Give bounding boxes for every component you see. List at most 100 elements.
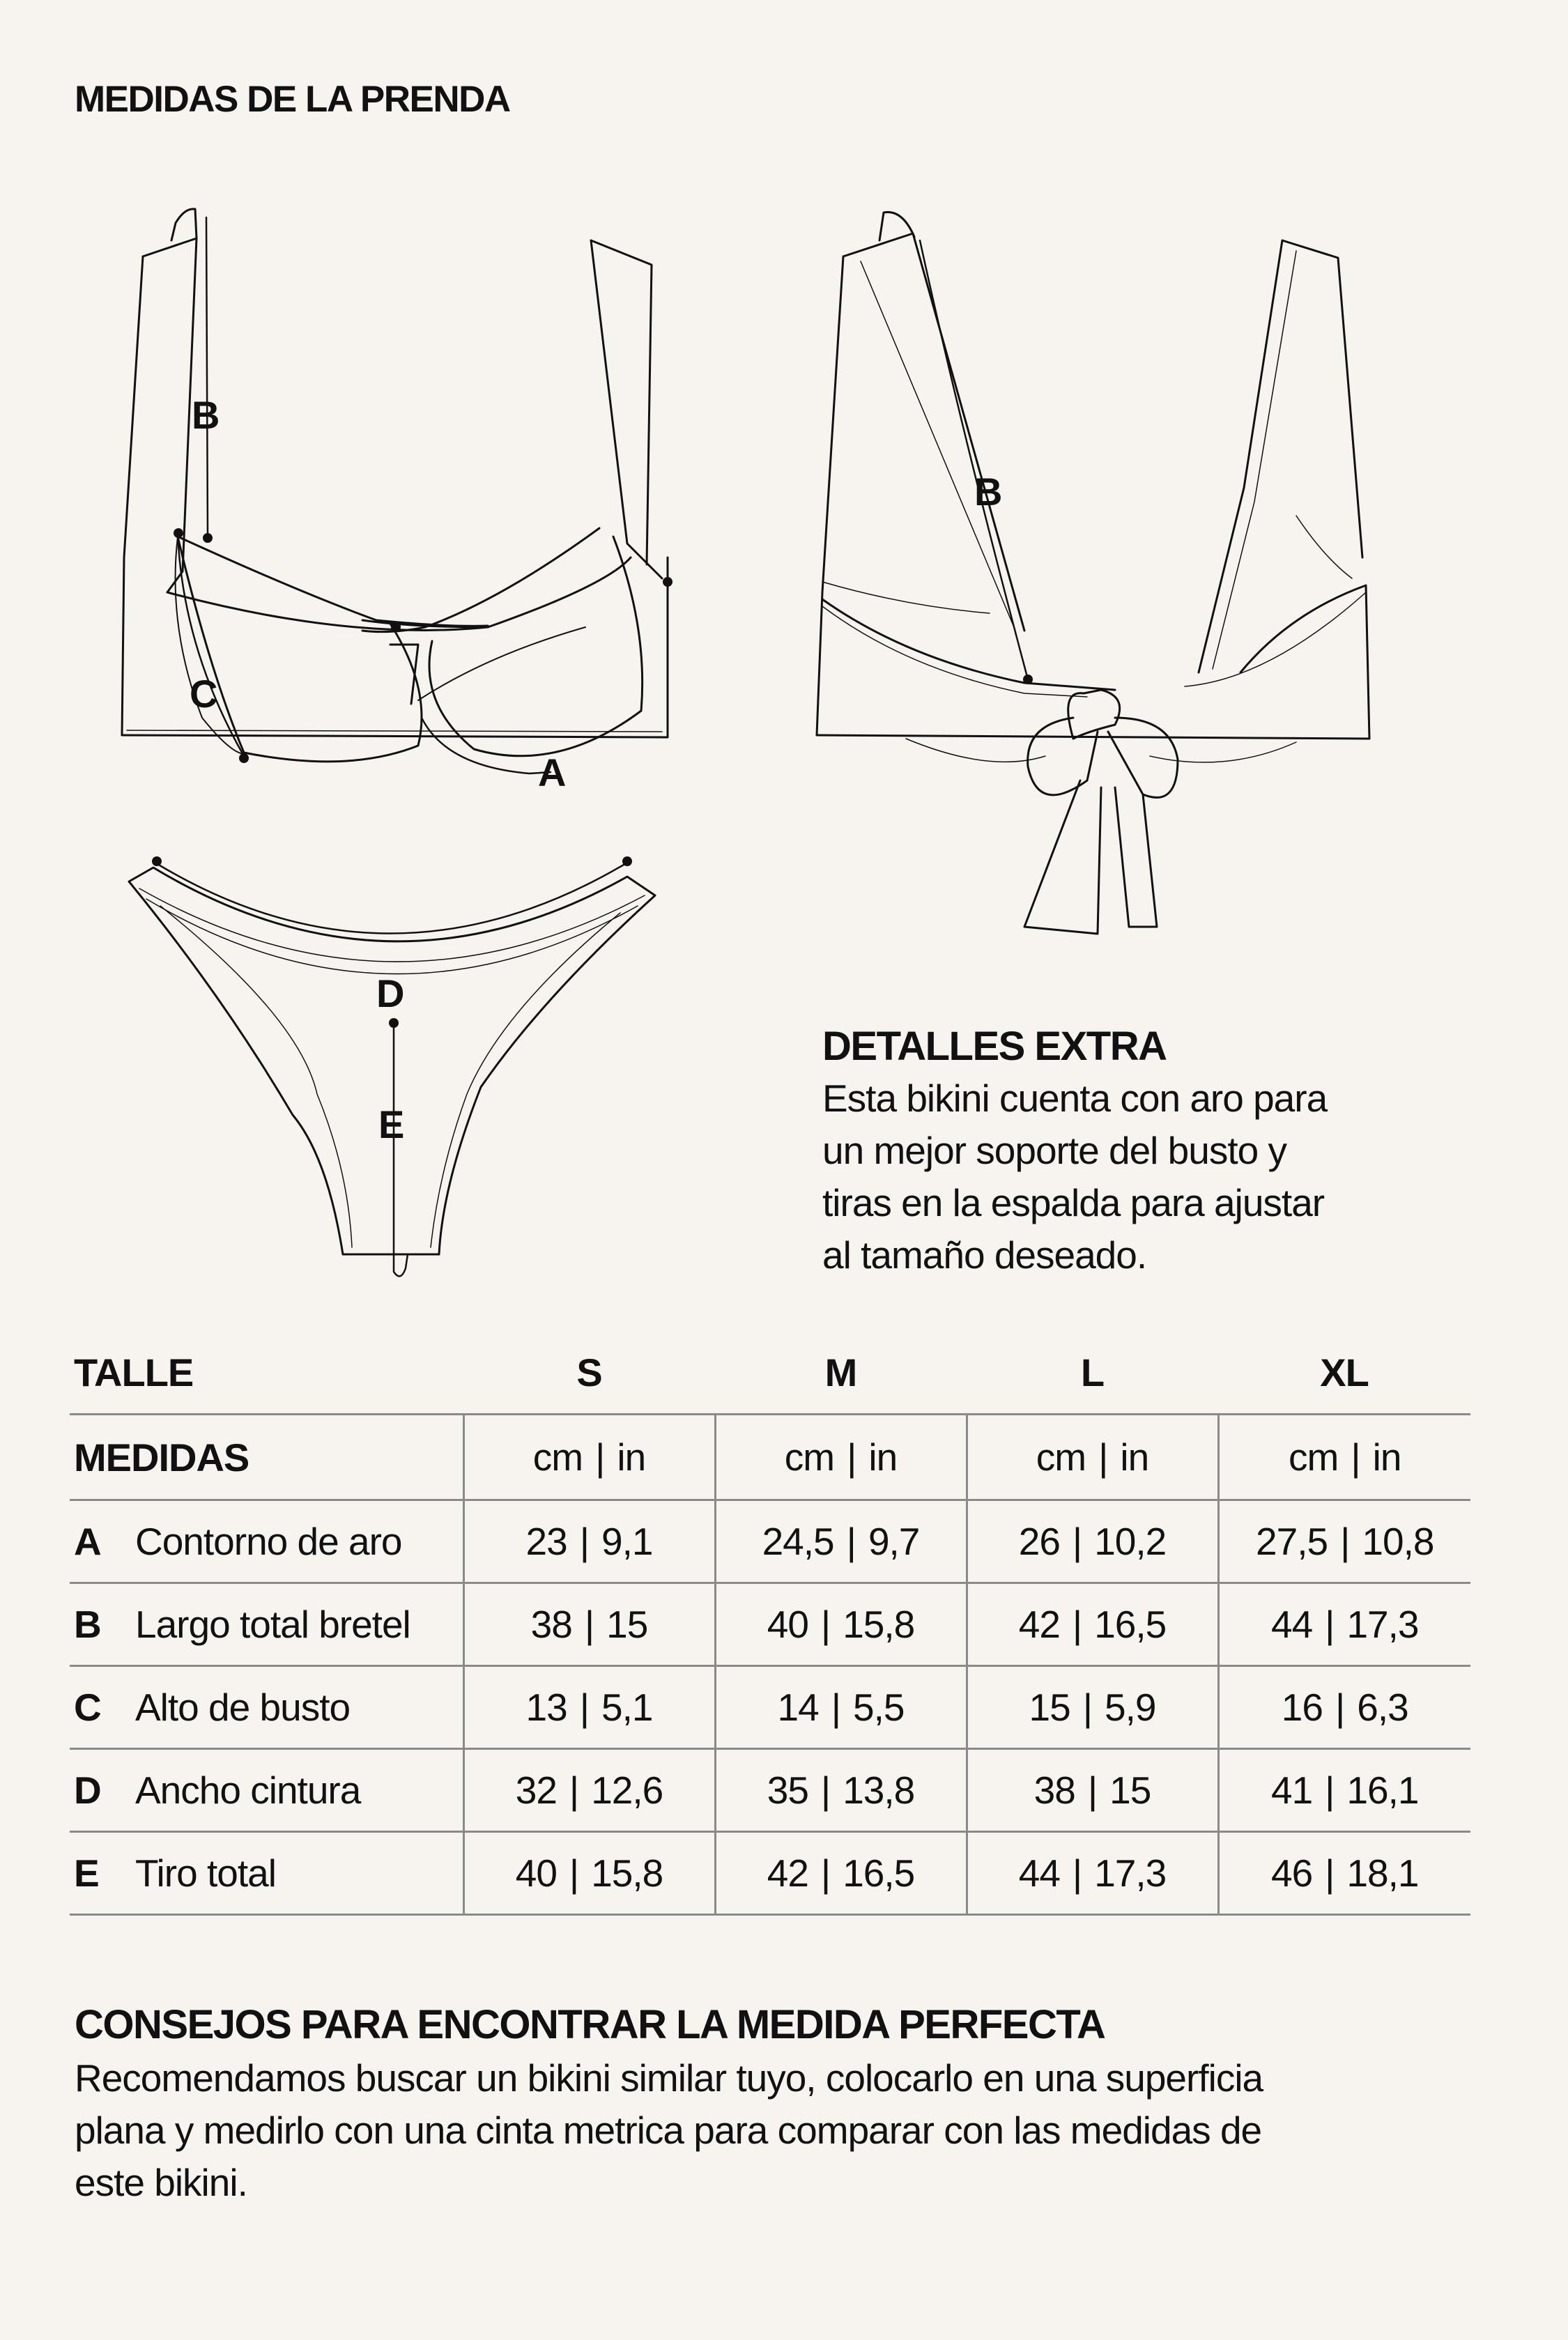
measure-value-cell: 42|16,5 — [714, 1831, 967, 1916]
measure-value-cell: 32 | 12,6 — [462, 1748, 715, 1833]
value-in: 9,7 — [868, 1520, 920, 1563]
unit-cm: cm — [1036, 1435, 1086, 1479]
measure-name-cell: E Tiro total — [70, 1831, 463, 1916]
value-separator: | — [1072, 1603, 1082, 1646]
value-cm: 44 — [1270, 1603, 1313, 1646]
value-in: 5,9 — [1105, 1686, 1156, 1729]
measure-letter: E — [74, 1852, 100, 1895]
page-title: MEDIDAS DE LA PRENDA — [75, 79, 511, 120]
measure-name: Contorno de aro — [135, 1520, 402, 1563]
tips-line: plana y medirlo con una cinta metrica pa… — [75, 2109, 1262, 2152]
value-in: 12,6 — [591, 1769, 663, 1812]
tips-line: Recomendamos buscar un bikini similar tu… — [75, 2056, 1263, 2100]
garment-diagram: B C A B D E — [121, 208, 1371, 1277]
value-in: 13,8 — [843, 1769, 915, 1812]
value-cm: 26 — [1018, 1520, 1061, 1563]
measure-value-cell: 27,5|10,8 — [1217, 1500, 1470, 1584]
measure-value-cell: 35 | 13,8 — [714, 1748, 967, 1833]
value-separator: | — [1325, 1603, 1335, 1646]
value-separator: | — [1325, 1769, 1335, 1812]
value-cm: 16 — [1281, 1686, 1323, 1729]
extra-details-line: un mejor soporte del busto y — [822, 1129, 1287, 1172]
measure-value-cell: 15 | 5,9 — [965, 1665, 1218, 1750]
value-in: 18,1 — [1346, 1852, 1419, 1895]
value-separator: | — [1335, 1686, 1345, 1729]
value-cm: 44 — [1018, 1852, 1061, 1895]
table-row: E Tiro total 40 | 15,8 42|16,5 44 | 17,3 46|18,1 — [70, 1831, 1470, 1916]
value-cm: 38 — [530, 1603, 573, 1646]
back-top-illustration — [815, 210, 1371, 935]
value-in: 15 — [606, 1603, 648, 1646]
unit-in: in — [868, 1435, 898, 1479]
value-separator: | — [1072, 1852, 1082, 1895]
value-cm: 35 — [767, 1769, 809, 1812]
measure-name: Tiro total — [135, 1852, 277, 1895]
value-cm: 27,5 — [1256, 1520, 1328, 1563]
unit-cm: cm — [1289, 1435, 1339, 1479]
value-separator: | — [569, 1852, 579, 1895]
value-cm: 15 — [1029, 1686, 1071, 1729]
value-cm: 23 — [525, 1520, 568, 1563]
value-cm: 24,5 — [762, 1520, 835, 1563]
measure-value-cell: 23 | 9,1 — [462, 1500, 715, 1584]
unit-in: in — [1372, 1435, 1402, 1479]
value-separator: | — [1087, 1769, 1098, 1812]
value-in: 9,1 — [601, 1520, 653, 1563]
measure-name-cell: A Contorno de aro — [70, 1500, 463, 1584]
size-l: L — [1080, 1350, 1105, 1394]
unit-cm: cm — [532, 1435, 583, 1479]
size-header-row: TALLE S M L XL — [70, 1331, 1470, 1415]
measure-value-cell: 16 | 6,3 — [1217, 1665, 1470, 1750]
size-table-body: A Contorno de aro 23 | 9,1 24,5 | 9,7 26 | 10,2 27,… — [70, 1500, 1470, 1916]
tips-line: este bikini. — [75, 2161, 248, 2204]
unit-separator: | — [1098, 1435, 1108, 1479]
value-in: 6,3 — [1357, 1686, 1408, 1729]
measure-name: Largo total bretel — [135, 1603, 411, 1646]
measure-letter: A — [74, 1520, 102, 1563]
size-s: S — [576, 1350, 602, 1394]
size-header-label: TALLE — [74, 1350, 194, 1394]
extra-details-line: Esta bikini cuenta con aro para — [822, 1077, 1328, 1120]
measure-name-cell: B Largo total bretel — [70, 1583, 463, 1667]
value-separator: | — [1082, 1686, 1093, 1729]
extra-details-line: tiras en la espalda para ajustar — [822, 1181, 1325, 1224]
measure-letter: D — [74, 1769, 102, 1812]
value-cm: 13 — [525, 1686, 568, 1729]
value-separator: | — [820, 1769, 831, 1812]
unit-in: in — [617, 1435, 646, 1479]
value-cm: 32 — [515, 1769, 558, 1812]
units-row: MEDIDAS cm|in cm|in cm|in cm|in — [70, 1413, 1470, 1501]
label-front-a: A — [538, 751, 566, 794]
value-in: 15,8 — [591, 1852, 663, 1895]
measure-name: Alto de busto — [135, 1686, 351, 1729]
units-cell: cm|in — [462, 1413, 715, 1501]
measure-value-cell: 38|15 — [965, 1748, 1218, 1833]
value-separator: | — [579, 1520, 590, 1563]
value-separator: | — [1072, 1520, 1082, 1563]
units-cell: cm|in — [965, 1413, 1218, 1501]
value-separator: | — [820, 1852, 831, 1895]
label-front-b: B — [192, 393, 220, 437]
value-cm: 41 — [1270, 1769, 1313, 1812]
measure-value-cell: 46|18,1 — [1217, 1831, 1470, 1916]
tips-section: CONSEJOS PARA ENCONTRAR LA MEDIDA PERFEC… — [75, 2001, 1496, 2209]
value-in: 17,3 — [1094, 1852, 1167, 1895]
value-cm: 40 — [515, 1852, 558, 1895]
value-in: 16,5 — [1094, 1603, 1167, 1646]
measure-value-cell: 41|16,1 — [1217, 1748, 1470, 1833]
value-cm: 42 — [1018, 1603, 1061, 1646]
unit-separator: | — [1351, 1435, 1360, 1479]
label-bottom-d: D — [376, 971, 404, 1015]
measure-value-cell: 14|5,5 — [714, 1665, 967, 1750]
value-in: 10,2 — [1094, 1520, 1167, 1563]
value-in: 10,8 — [1362, 1520, 1434, 1563]
measure-letter: B — [74, 1603, 102, 1646]
value-separator: | — [569, 1769, 579, 1812]
size-m: M — [824, 1350, 858, 1394]
unit-cm: cm — [784, 1435, 835, 1479]
front-top-illustration — [121, 208, 669, 775]
value-separator: | — [831, 1686, 841, 1729]
